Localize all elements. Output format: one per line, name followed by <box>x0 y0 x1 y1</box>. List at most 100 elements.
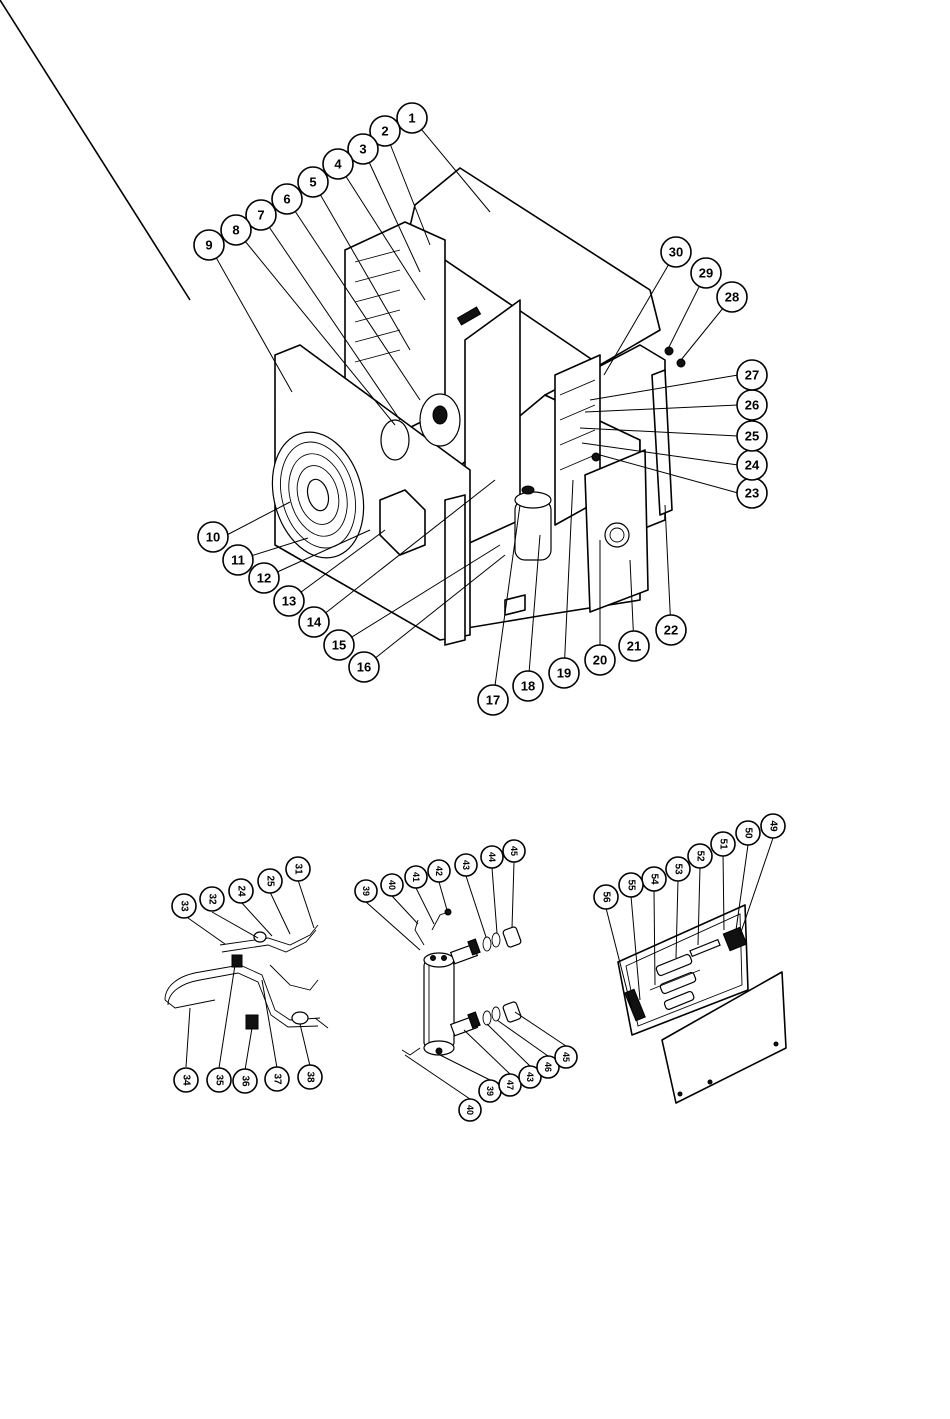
callout-52: 52 <box>688 844 712 868</box>
callout-label: 44 <box>487 852 497 862</box>
callout-label: 40 <box>387 880 397 890</box>
callout-label: 31 <box>293 863 304 875</box>
callout-6: 6 <box>272 184 302 214</box>
callout-label: 53 <box>673 863 684 875</box>
callout-47: 47 <box>499 1074 521 1096</box>
callout-34: 34 <box>174 1068 198 1092</box>
callout-label: 45 <box>561 1052 571 1062</box>
callout-12: 12 <box>249 563 279 593</box>
callout-35: 35 <box>207 1068 231 1092</box>
callout-label: 43 <box>525 1072 535 1082</box>
callout-25: 25 <box>737 421 767 451</box>
callout-label: 46 <box>543 1062 553 1072</box>
callout-label: 45 <box>509 846 519 856</box>
callout-27: 27 <box>737 360 767 390</box>
callout-label: 14 <box>307 615 322 630</box>
callout-49: 49 <box>761 814 785 838</box>
callout-43-top: 43 <box>455 854 477 876</box>
callout-label: 10 <box>206 530 220 545</box>
callout-label: 11 <box>231 553 245 568</box>
callout-label: 30 <box>669 245 683 260</box>
callout-56: 56 <box>594 885 618 909</box>
callout-label: 27 <box>745 368 759 383</box>
callout-label: 26 <box>745 398 759 413</box>
callout-label: 47 <box>505 1080 515 1090</box>
callout-label: 17 <box>486 693 500 708</box>
electrical-box-drawing <box>618 905 786 1103</box>
electrical-box-callouts: 49 50 51 52 53 54 55 56 <box>594 814 785 909</box>
callout-label: 39 <box>361 886 371 896</box>
callout-label: 3 <box>359 142 366 157</box>
callout-label: 19 <box>557 666 571 681</box>
callout-label: 50 <box>743 827 754 839</box>
callout-label: 7 <box>257 208 264 223</box>
callout-39-bottom: 39 <box>479 1080 501 1102</box>
heat-exchanger-drawing <box>402 909 522 1055</box>
callout-37: 37 <box>265 1067 289 1091</box>
callout-label: 52 <box>695 850 706 862</box>
callout-label: 13 <box>282 594 296 609</box>
callout-label: 54 <box>649 873 660 885</box>
callout-45-top: 45 <box>503 840 525 862</box>
callout-29: 29 <box>691 258 721 288</box>
callout-9: 9 <box>194 230 224 260</box>
callout-21: 21 <box>619 631 649 661</box>
callout-label: 24 <box>745 458 760 473</box>
callout-22: 22 <box>656 615 686 645</box>
callout-42: 42 <box>428 860 450 882</box>
callout-label: 35 <box>214 1074 225 1086</box>
callout-label: 29 <box>699 266 713 281</box>
callout-label: 49 <box>768 820 779 832</box>
callout-label: 28 <box>725 290 739 305</box>
callout-25-pipe: 25 <box>258 869 282 893</box>
callout-38: 38 <box>298 1065 322 1089</box>
callout-label: 15 <box>332 638 346 653</box>
callout-44: 44 <box>481 846 503 868</box>
heat-exchanger-leaders <box>366 862 566 1099</box>
callout-17: 17 <box>478 685 508 715</box>
callout-20: 20 <box>585 645 615 675</box>
callout-label: 2 <box>381 124 388 139</box>
callout-40-bottom: 40 <box>459 1099 481 1121</box>
callout-53: 53 <box>666 857 690 881</box>
callout-label: 24 <box>236 885 247 897</box>
callout-label: 5 <box>309 175 316 190</box>
callout-50: 50 <box>736 821 760 845</box>
callout-label: 25 <box>265 875 276 887</box>
callout-label: 34 <box>181 1074 192 1086</box>
callout-label: 16 <box>357 660 371 675</box>
callout-label: 12 <box>257 571 271 586</box>
callout-label: 18 <box>521 679 535 694</box>
callout-54: 54 <box>642 867 666 891</box>
callout-24: 24 <box>737 450 767 480</box>
callout-label: 51 <box>718 838 729 850</box>
callout-label: 36 <box>240 1075 251 1087</box>
callout-label: 40 <box>465 1105 475 1115</box>
callout-label: 21 <box>627 639 641 654</box>
callout-40-top: 40 <box>381 874 403 896</box>
callout-14: 14 <box>299 607 329 637</box>
callout-55: 55 <box>619 873 643 897</box>
callout-41: 41 <box>405 866 427 888</box>
callout-30: 30 <box>661 237 691 267</box>
callout-label: 6 <box>283 192 290 207</box>
callout-16: 16 <box>349 652 379 682</box>
callout-23: 23 <box>737 478 767 508</box>
callout-11: 11 <box>223 545 253 575</box>
callout-label: 39 <box>485 1086 495 1096</box>
callout-32: 32 <box>200 887 224 911</box>
callout-13: 13 <box>274 586 304 616</box>
callout-39-top: 39 <box>355 880 377 902</box>
callout-label: 41 <box>411 872 421 882</box>
callout-label: 20 <box>593 653 607 668</box>
callout-label: 4 <box>334 157 342 172</box>
callout-10: 10 <box>198 522 228 552</box>
callout-label: 8 <box>232 223 239 238</box>
callout-51: 51 <box>711 832 735 856</box>
callout-label: 22 <box>664 623 678 638</box>
callout-24-pipe: 24 <box>229 879 253 903</box>
callout-28: 28 <box>717 282 747 312</box>
callout-label: 55 <box>626 879 637 891</box>
callout-1: 1 <box>397 103 427 133</box>
